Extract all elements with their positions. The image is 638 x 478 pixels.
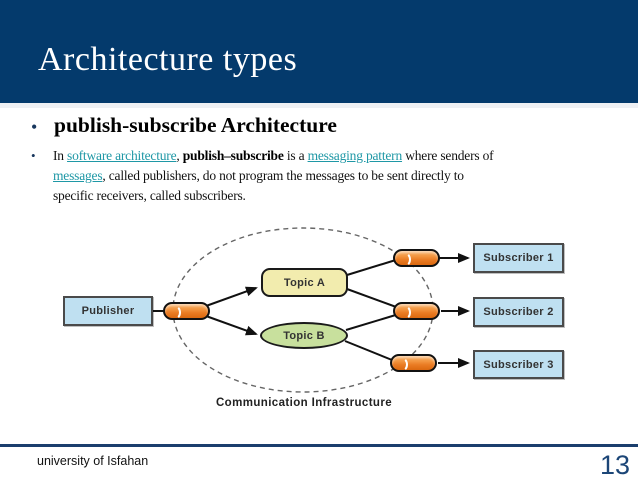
message-pill-icon bbox=[163, 302, 210, 320]
footer-institution: university of Isfahan bbox=[37, 454, 149, 468]
diagram-caption: Communication Infrastructure bbox=[215, 397, 393, 409]
header-divider bbox=[0, 103, 638, 108]
topic-b-node: Topic B bbox=[260, 322, 348, 349]
text-segment: , bbox=[176, 148, 183, 163]
connector-lines bbox=[152, 253, 470, 368]
hyperlink[interactable]: software architecture bbox=[67, 148, 177, 163]
bullet-icon: • bbox=[31, 117, 38, 137]
text-segment: is a bbox=[283, 148, 308, 163]
text-segment: In bbox=[53, 148, 68, 163]
hyperlink[interactable]: messages bbox=[53, 168, 103, 183]
bullet-icon: • bbox=[31, 148, 36, 163]
topic-a-node: Topic A bbox=[261, 268, 348, 297]
subscriber-node-2: Subscriber 2 bbox=[473, 297, 564, 327]
subscriber-node-3: Subscriber 3 bbox=[473, 350, 564, 379]
message-pill-icon bbox=[393, 302, 440, 320]
footer-divider bbox=[0, 444, 638, 447]
slide-header: Architecture types bbox=[0, 0, 638, 103]
heading-text: publish-subscribe Architecture bbox=[54, 113, 337, 137]
body-paragraph: In software architecture, publish–subscr… bbox=[53, 146, 505, 206]
message-pill-icon bbox=[390, 354, 437, 372]
page-number: 13 bbox=[599, 450, 630, 478]
text-segment: publish–subscribe bbox=[182, 148, 284, 163]
body-bullet-item: • In software architecture, publish–subs… bbox=[31, 146, 505, 206]
subscriber-node-1: Subscriber 1 bbox=[473, 243, 564, 273]
text-segment: , called publishers, do not program the … bbox=[53, 168, 464, 203]
hyperlink[interactable]: messaging pattern bbox=[307, 148, 403, 163]
message-pill-icon bbox=[393, 249, 440, 267]
heading-bullet-item: • publish-subscribe Architecture bbox=[31, 113, 337, 141]
text-segment: where senders of bbox=[402, 148, 494, 163]
page-title: Architecture types bbox=[38, 41, 298, 78]
publisher-node: Publisher bbox=[63, 296, 153, 326]
